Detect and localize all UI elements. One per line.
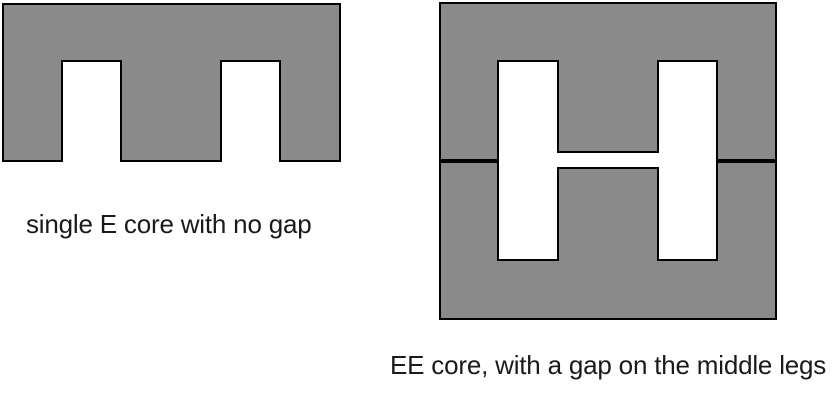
single-e-core-shape [2, 3, 341, 162]
ee-core-top-half-shape [439, 2, 777, 161]
ee-core-bottom-half-shape [439, 161, 777, 320]
single-e-core-label: single E core with no gap [26, 209, 312, 239]
ee-core-label: EE core, with a gap on the middle legs [390, 350, 827, 380]
